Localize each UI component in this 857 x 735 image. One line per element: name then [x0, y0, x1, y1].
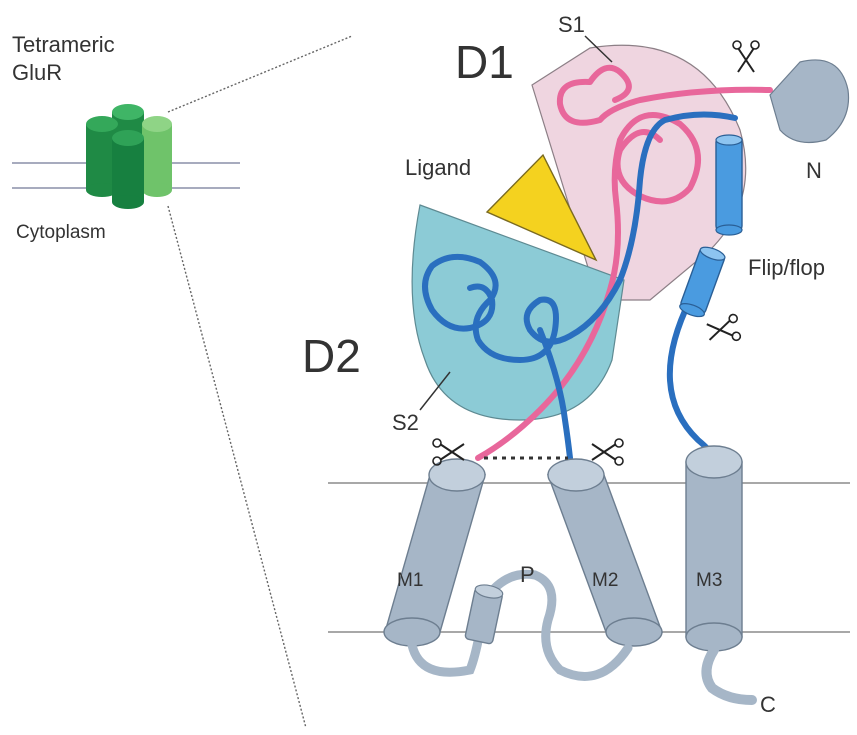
- inset-title-line1: Tetrameric: [12, 32, 115, 57]
- s2-label: S2: [392, 410, 419, 435]
- m2-helix: [548, 459, 662, 646]
- flipflop-helix-upper: [716, 135, 742, 235]
- m1-label: M1: [397, 570, 423, 591]
- receptor-subunit-front: [112, 130, 144, 209]
- c-terminal-label: C: [760, 692, 776, 717]
- s1-label: S1: [558, 12, 585, 37]
- inset-title-line2: GluR: [12, 60, 62, 85]
- m3-label: M3: [696, 570, 722, 591]
- n-terminal-domain: [770, 60, 849, 143]
- zoom-line-top: [168, 36, 352, 112]
- receptor-subunit-right: [142, 116, 172, 197]
- d1-label: D1: [455, 36, 514, 88]
- zoom-line-bottom: [168, 206, 306, 728]
- scissors-icon-s2: [592, 439, 623, 465]
- s2-linker-to-m3: [670, 300, 715, 458]
- c-terminal-tail: [706, 650, 752, 700]
- cytoplasm-label: Cytoplasm: [16, 222, 106, 243]
- flipflop-label: Flip/flop: [748, 255, 825, 280]
- scissors-icon-flipflop: [706, 314, 741, 345]
- m3-helix: [686, 446, 742, 651]
- n-terminal-label: N: [806, 158, 822, 183]
- m2-label: M2: [592, 570, 618, 591]
- p-label: P: [520, 562, 535, 587]
- ligand-label: Ligand: [405, 155, 471, 180]
- d2-label: D2: [302, 330, 361, 382]
- inset-receptor: Tetrameric GluR Cytoplasm: [12, 32, 240, 243]
- scissors-icon-n: [733, 41, 759, 72]
- p-helix: [465, 583, 504, 645]
